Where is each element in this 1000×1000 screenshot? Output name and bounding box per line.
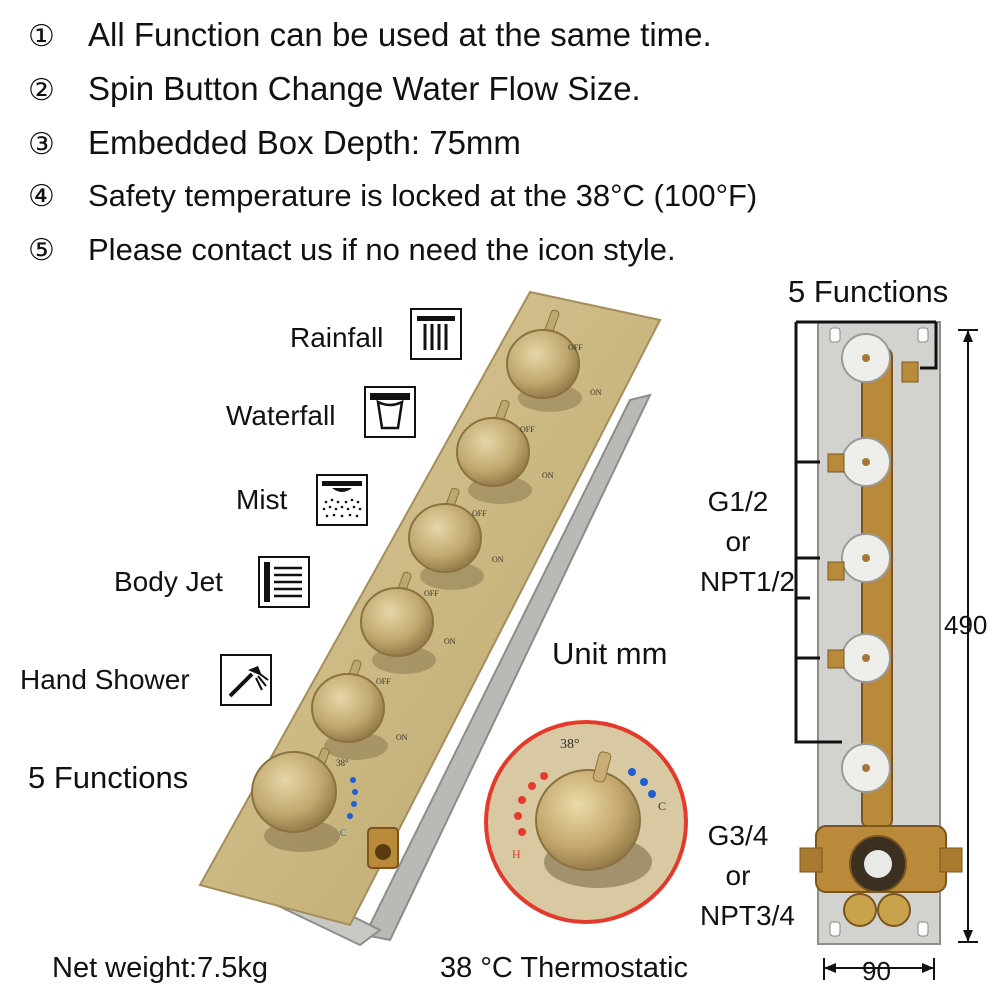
off-mark: OFF	[424, 589, 439, 598]
off-mark: OFF	[376, 677, 391, 686]
connection-large-line3: NPT3/4	[700, 900, 795, 931]
on-mark: ON	[444, 637, 456, 646]
net-weight: Net weight:7.5kg	[52, 952, 269, 984]
connection-size-large: G3/4 or NPT3/4	[700, 816, 795, 936]
feature-text: Embedded Box Depth: 75mm	[88, 124, 521, 161]
feature-text: Safety temperature is locked at the 38°C…	[88, 178, 758, 213]
label-mist: Mist	[236, 484, 288, 515]
valve-hand-shower	[311, 659, 388, 760]
shower-panel-illustration: OFF ON OFF ON OFF ON OFF ON OFF ON 38° C	[198, 290, 662, 947]
connection-small-line1: G1/2	[707, 486, 769, 517]
mist-icon	[316, 474, 368, 526]
feature-number: ②	[28, 73, 55, 108]
on-mark: ON	[396, 733, 408, 742]
label-waterfall: Waterfall	[226, 400, 336, 431]
thermo-hot-mark: H	[512, 847, 521, 861]
temp-mark: 38°	[336, 758, 349, 768]
valve-waterfall	[456, 399, 532, 504]
valve-thermostat	[251, 747, 358, 852]
on-mark: ON	[492, 555, 504, 564]
waterfall-icon	[364, 386, 416, 438]
feature-5: ⑤ Please contact us if no need the icon s…	[28, 232, 676, 268]
feature-2: ② Spin Button Change Water Flow Size.	[28, 70, 641, 108]
body-jet-icon	[258, 556, 310, 608]
left-functions-count: 5 Functions	[28, 760, 189, 795]
off-mark: OFF	[520, 425, 535, 434]
valve-body-jet	[360, 571, 436, 674]
feature-number: ⑤	[28, 233, 55, 268]
dimension-height: 490	[944, 610, 988, 640]
feature-1: ① All Function can be used at the same ti…	[28, 16, 712, 54]
valve-rainfall	[506, 309, 582, 412]
hand-shower-icon	[220, 654, 272, 706]
thermo-cold-mark: C	[658, 799, 666, 813]
feature-text: All Function can be used at the same tim…	[88, 16, 712, 53]
feature-4: ④ Safety temperature is locked at the 38°…	[28, 178, 757, 214]
connection-large-line2: or	[725, 860, 751, 891]
on-mark: ON	[590, 388, 602, 397]
off-mark: OFF	[568, 343, 583, 352]
thermostat-closeup: 38° H C	[484, 720, 688, 924]
thermo-temp-mark: 38°	[560, 737, 580, 752]
feature-3: ③ Embedded Box Depth: 75mm	[28, 124, 521, 162]
feature-text: Please contact us if no need the icon st…	[88, 232, 676, 267]
connection-small-line2: or	[725, 526, 751, 557]
label-hand-shower: Hand Shower	[20, 664, 190, 695]
off-mark: OFF	[472, 509, 487, 518]
valve-mist	[408, 487, 484, 590]
valve-body-illustration	[794, 320, 978, 980]
feature-number: ④	[28, 179, 55, 214]
connection-small-line3: NPT1/2	[700, 566, 795, 597]
rainfall-icon	[410, 308, 462, 360]
right-functions-count: 5 Functions	[788, 274, 949, 309]
valve-cartridges	[841, 333, 891, 793]
feature-number: ③	[28, 127, 55, 162]
cold-mark: C	[340, 828, 346, 838]
feature-text: Spin Button Change Water Flow Size.	[88, 70, 641, 107]
unit-label: Unit mm	[552, 636, 668, 671]
connection-size-small: G1/2 or NPT1/2	[700, 482, 795, 602]
thermostatic-label: 38 °C Thermostatic	[440, 952, 688, 984]
feature-number: ①	[28, 19, 55, 54]
label-rainfall: Rainfall	[290, 322, 384, 353]
label-body-jet: Body Jet	[114, 566, 223, 597]
connection-large-line1: G3/4	[707, 820, 769, 851]
dimension-width: 90	[862, 956, 891, 986]
on-mark: ON	[542, 471, 554, 480]
